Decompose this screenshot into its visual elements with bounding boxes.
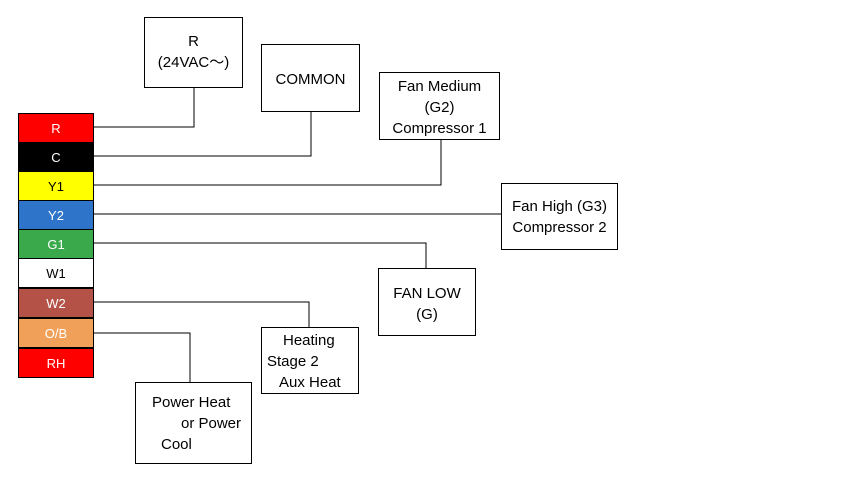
box-line: Compressor 2	[512, 219, 607, 236]
box-line: (G2)	[424, 99, 455, 116]
box-line: Fan High (G3)	[511, 198, 608, 215]
box-r-24vac: R (24VAC～)	[144, 17, 243, 88]
terminal-y1: Y1	[18, 171, 94, 201]
terminal-w1: W1	[18, 258, 94, 288]
box-power-heat-cool: Power Heat or Power Cool	[135, 382, 252, 464]
terminal-label: G1	[47, 236, 65, 252]
box-line: Power Heat	[152, 394, 231, 411]
box-line: FAN LOW	[393, 285, 461, 302]
terminal-r: R	[18, 113, 94, 143]
terminal-w2: W2	[18, 288, 94, 318]
box-line: Fan Medium	[397, 78, 482, 95]
terminal-label: W1	[46, 265, 66, 281]
wire-c	[94, 111, 312, 157]
box-fan-medium: Fan Medium (G2) Compressor 1	[379, 72, 500, 140]
terminal-c: C	[18, 142, 94, 172]
terminal-label: Y1	[48, 178, 64, 194]
terminal-label: W2	[46, 295, 66, 311]
box-fan-high: Fan High (G3) Compressor 2	[501, 183, 618, 250]
box-line: Compressor 1	[392, 120, 487, 137]
wire-r	[94, 88, 195, 128]
wire-g1	[94, 242, 427, 268]
terminal-label: O/B	[44, 325, 68, 341]
box-line: (24VAC～)	[157, 54, 230, 71]
box-common: COMMON	[261, 44, 360, 112]
box-line: Cool	[161, 436, 192, 453]
wire-y1	[94, 139, 442, 186]
box-heating-stage2: Heating Stage 2 Aux Heat	[261, 327, 359, 394]
terminal-label: Y2	[48, 207, 64, 223]
wire-ob	[94, 332, 191, 382]
terminal-label: R	[51, 120, 61, 136]
terminal-y2: Y2	[18, 200, 94, 230]
box-line: Stage 2	[267, 353, 319, 370]
box-fan-low: FAN LOW (G)	[378, 268, 476, 336]
box-line: or Power	[181, 415, 242, 432]
terminal-g1: G1	[18, 229, 94, 259]
box-line: Aux Heat	[279, 374, 341, 391]
terminal-label: RH	[46, 355, 66, 371]
box-line: Heating	[283, 332, 335, 349]
terminal-ob: O/B	[18, 318, 94, 348]
terminal-rh: RH	[18, 348, 94, 378]
terminal-label: C	[51, 149, 61, 165]
box-line: R	[188, 33, 199, 50]
box-line: (G)	[416, 306, 438, 323]
wire-w2	[94, 301, 310, 327]
box-line: COMMON	[275, 71, 346, 88]
